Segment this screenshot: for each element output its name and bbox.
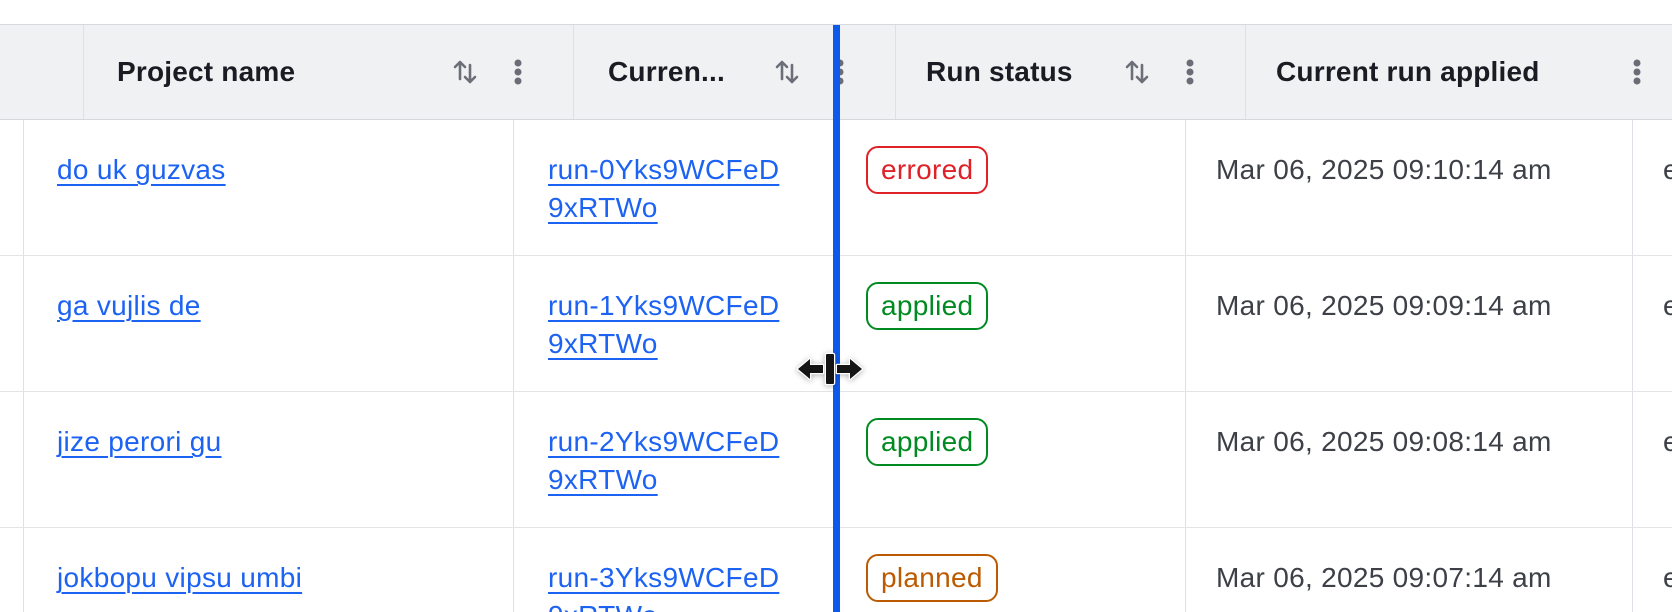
sort-icon[interactable] <box>451 57 479 87</box>
current-run-applied-cell: Mar 06, 2025 09:07:14 am <box>1186 528 1633 612</box>
sort-icon[interactable] <box>773 57 801 87</box>
next-column-cell: e <box>1633 256 1672 391</box>
timestamp: Mar 06, 2025 09:08:14 am <box>1216 426 1552 457</box>
project-link[interactable]: jize perori gu <box>57 426 222 457</box>
timestamp: Mar 06, 2025 09:10:14 am <box>1216 154 1552 185</box>
project-link[interactable]: do uk guzvas <box>57 154 226 185</box>
run-status-cell: planned <box>836 528 1186 612</box>
column-header-current-run-applied[interactable]: Current run applied <box>1246 25 1672 119</box>
timestamp: Mar 06, 2025 09:07:14 am <box>1216 562 1552 593</box>
status-badge: applied <box>866 282 989 330</box>
truncated-cell-text: e <box>1663 562 1672 593</box>
current-run-applied-cell: Mar 06, 2025 09:09:14 am <box>1186 256 1633 391</box>
truncated-cell-text: e <box>1663 154 1672 185</box>
status-badge: applied <box>866 418 989 466</box>
truncated-cell-text: e <box>1663 290 1672 321</box>
column-header-spacer <box>0 25 84 119</box>
sort-icon[interactable] <box>1123 57 1151 87</box>
project-name-cell: jize perori gu <box>24 392 514 527</box>
column-resize-indicator[interactable] <box>833 25 840 612</box>
next-column-cell: e <box>1633 528 1672 612</box>
column-label: Curren... <box>608 56 725 87</box>
run-status-cell: applied <box>836 256 1186 391</box>
column-header-project-name[interactable]: Project name <box>84 25 574 119</box>
status-badge: errored <box>866 146 989 194</box>
column-menu-icon[interactable] <box>1185 58 1195 86</box>
column-label: Run status <box>926 56 1073 87</box>
status-badge: planned <box>866 554 998 602</box>
column-label: Current run applied <box>1276 56 1540 87</box>
column-menu-icon[interactable] <box>1632 58 1642 86</box>
run-link[interactable]: run-3Yks9WCFeD9xRTWo <box>548 562 780 612</box>
project-name-cell: do uk guzvas <box>24 120 514 255</box>
next-column-cell: e <box>1633 120 1672 255</box>
project-link[interactable]: jokbopu vipsu umbi <box>57 562 303 593</box>
project-name-cell: ga vujlis de <box>24 256 514 391</box>
project-link[interactable]: ga vujlis de <box>57 290 201 321</box>
current-run-applied-cell: Mar 06, 2025 09:10:14 am <box>1186 120 1633 255</box>
next-column-cell: e <box>1633 392 1672 527</box>
column-menu-icon[interactable] <box>513 58 523 86</box>
current-run-applied-cell: Mar 06, 2025 09:08:14 am <box>1186 392 1633 527</box>
column-header-current-run[interactable]: Curren... <box>574 25 896 119</box>
current-run-cell: run-3Yks9WCFeD9xRTWo <box>514 528 836 612</box>
column-header-run-status[interactable]: Run status <box>896 25 1246 119</box>
timestamp: Mar 06, 2025 09:09:14 am <box>1216 290 1552 321</box>
col-resize-cursor <box>796 352 864 386</box>
run-status-cell: applied <box>836 392 1186 527</box>
project-name-cell: jokbopu vipsu umbi <box>24 528 514 612</box>
run-status-cell: errored <box>836 120 1186 255</box>
truncated-cell-text: e <box>1663 426 1672 457</box>
column-label: Project name <box>117 56 296 87</box>
